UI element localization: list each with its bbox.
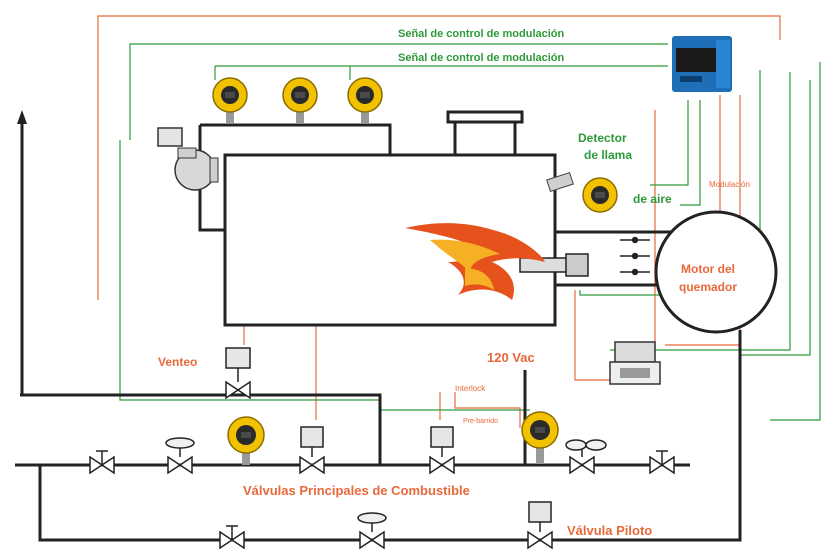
main-valve-3	[299, 426, 325, 475]
main-valve-6	[649, 450, 675, 475]
pre-purge-label: Pre-barrido	[463, 418, 499, 425]
operator-terminal	[609, 341, 661, 385]
regulator-pump	[157, 127, 219, 191]
main-valve-2	[165, 437, 195, 475]
vent-label: Venteo	[158, 355, 198, 369]
motor-label-1: Motor del	[681, 262, 735, 276]
motor-label-2: quemador	[679, 280, 738, 294]
transmitter-2	[282, 77, 318, 123]
pilot-valve-2	[357, 512, 387, 550]
transmitter-1	[212, 77, 248, 123]
transmitter-air-flow	[582, 177, 618, 213]
transmitter-fuel-1	[227, 416, 265, 465]
exhaust-arrow-icon	[17, 110, 27, 124]
main-valve-4	[429, 426, 455, 475]
signal-label-2: Señal de control de modulación	[398, 52, 565, 64]
signal-label-1: Señal de control de modulación	[398, 28, 565, 40]
interlock-label: Interlock	[455, 384, 486, 393]
modulation-label: Modulación	[709, 180, 750, 189]
transmitters	[212, 77, 618, 465]
flame-detector-label-2: de llama	[584, 148, 633, 162]
flame-detector-label-1: Detector	[578, 131, 627, 145]
transmitter-3	[347, 77, 383, 123]
main-valves-label: Válvulas Principales de Combustible	[243, 483, 470, 498]
pilot-valve-1	[219, 525, 245, 550]
valves	[89, 347, 675, 550]
main-valve-1	[89, 450, 115, 475]
pilot-valve-label: Válvula Piloto	[567, 523, 653, 538]
main-valve-5	[565, 439, 607, 475]
vent-valve	[225, 347, 251, 400]
vac-label: 120 Vac	[487, 350, 535, 365]
air-damper	[620, 236, 650, 276]
pilot-valve-3	[527, 501, 553, 550]
burner-motor	[654, 210, 778, 334]
transmitter-fuel-2	[521, 411, 559, 464]
air-flow-label: de aire	[633, 192, 672, 206]
burner-controller	[672, 36, 732, 92]
burner-gun	[519, 253, 589, 277]
flame-icon	[405, 223, 545, 300]
flame-detector	[546, 171, 574, 193]
